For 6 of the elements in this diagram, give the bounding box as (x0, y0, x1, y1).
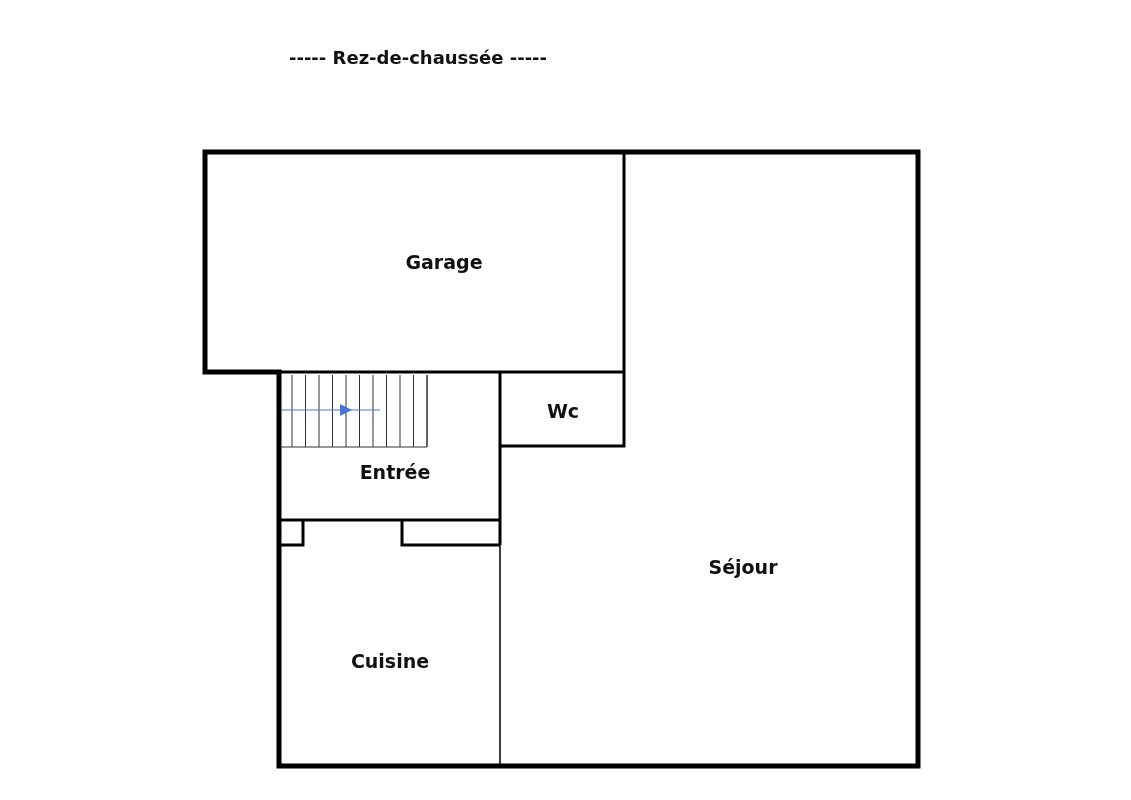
room-label: Wc (546, 400, 580, 422)
room-label: Garage (405, 251, 483, 273)
floor-title: ----- Rez-de-chaussée ----- (288, 46, 548, 68)
room-label: Cuisine (350, 650, 430, 672)
room-label: Entrée (359, 461, 431, 483)
room-label: Séjour (708, 556, 778, 578)
